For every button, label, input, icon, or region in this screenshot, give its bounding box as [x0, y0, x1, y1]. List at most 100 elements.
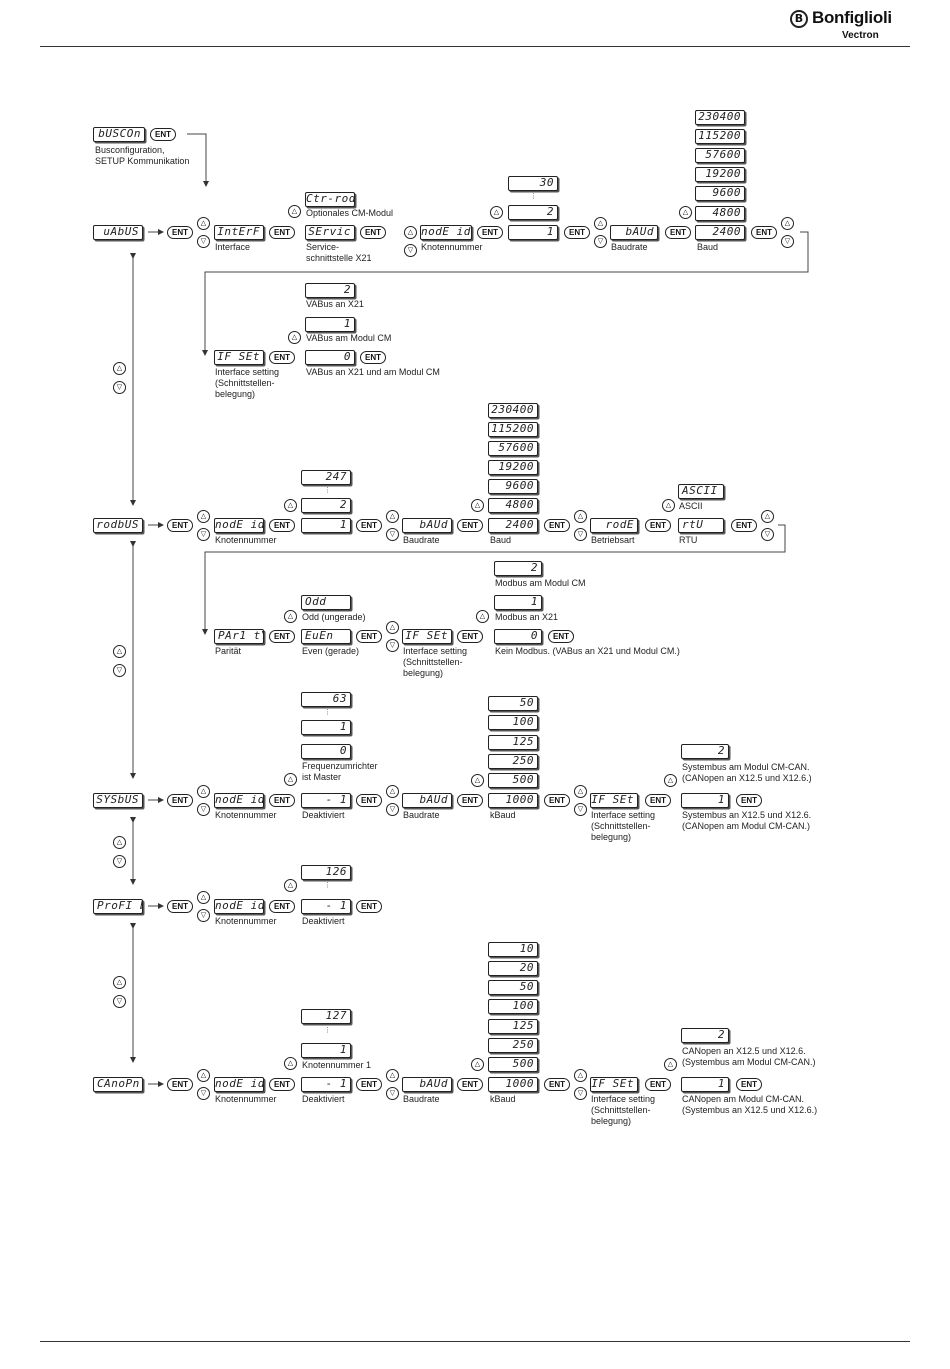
up-arrow-icon[interactable]: △ [664, 774, 677, 787]
up-arrow-icon[interactable]: △ [288, 205, 301, 218]
down-arrow-icon[interactable]: ▽ [594, 235, 607, 248]
ent-button[interactable]: ENT [457, 794, 483, 807]
up-arrow-icon[interactable]: △ [113, 976, 126, 989]
down-arrow-icon[interactable]: ▽ [386, 1087, 399, 1100]
ent-button[interactable]: ENT [269, 900, 295, 913]
up-arrow-icon[interactable]: △ [284, 499, 297, 512]
up-arrow-icon[interactable]: △ [574, 1069, 587, 1082]
ent-button[interactable]: ENT [731, 519, 757, 532]
up-arrow-icon[interactable]: △ [197, 891, 210, 904]
up-arrow-icon[interactable]: △ [574, 785, 587, 798]
ent-button[interactable]: ENT [457, 1078, 483, 1091]
up-arrow-icon[interactable]: △ [197, 785, 210, 798]
up-arrow-icon[interactable]: △ [781, 217, 794, 230]
ent-button[interactable]: ENT [269, 794, 295, 807]
down-arrow-icon[interactable]: ▽ [197, 528, 210, 541]
up-arrow-icon[interactable]: △ [113, 362, 126, 375]
down-arrow-icon[interactable]: ▽ [386, 803, 399, 816]
up-arrow-icon[interactable]: △ [284, 773, 297, 786]
up-arrow-icon[interactable]: △ [471, 1058, 484, 1071]
up-arrow-icon[interactable]: △ [490, 206, 503, 219]
up-arrow-icon[interactable]: △ [679, 206, 692, 219]
down-arrow-icon[interactable]: ▽ [574, 1087, 587, 1100]
up-arrow-icon[interactable]: △ [113, 836, 126, 849]
up-arrow-icon[interactable]: △ [386, 1069, 399, 1082]
ent-button[interactable]: ENT [356, 630, 382, 643]
display-canopen: CAnoPn [93, 1077, 143, 1092]
up-arrow-icon[interactable]: △ [113, 645, 126, 658]
ent-button[interactable]: ENT [356, 794, 382, 807]
ent-button[interactable]: ENT [269, 630, 295, 643]
up-arrow-icon[interactable]: △ [288, 331, 301, 344]
up-arrow-icon[interactable]: △ [476, 610, 489, 623]
ent-button[interactable]: ENT [564, 226, 590, 239]
ent-button[interactable]: ENT [167, 900, 193, 913]
ent-button[interactable]: ENT [457, 630, 483, 643]
up-arrow-icon[interactable]: △ [404, 226, 417, 239]
up-arrow-icon[interactable]: △ [386, 785, 399, 798]
ent-button[interactable]: ENT [544, 1078, 570, 1091]
ent-button[interactable]: ENT [548, 630, 574, 643]
ent-button[interactable]: ENT [167, 226, 193, 239]
ent-button[interactable]: ENT [665, 226, 691, 239]
ent-button[interactable]: ENT [167, 1078, 193, 1091]
up-arrow-icon[interactable]: △ [197, 217, 210, 230]
up-arrow-icon[interactable]: △ [664, 1058, 677, 1071]
up-arrow-icon[interactable]: △ [284, 879, 297, 892]
down-arrow-icon[interactable]: ▽ [113, 664, 126, 677]
down-arrow-icon[interactable]: ▽ [574, 803, 587, 816]
up-arrow-icon[interactable]: △ [761, 510, 774, 523]
up-arrow-icon[interactable]: △ [197, 1069, 210, 1082]
up-arrow-icon[interactable]: △ [284, 610, 297, 623]
down-arrow-icon[interactable]: ▽ [113, 855, 126, 868]
down-arrow-icon[interactable]: ▽ [113, 381, 126, 394]
down-arrow-icon[interactable]: ▽ [197, 235, 210, 248]
logo-sub: Vectron [842, 30, 879, 41]
ent-button[interactable]: ENT [544, 794, 570, 807]
up-arrow-icon[interactable]: △ [594, 217, 607, 230]
ifset-opt2: 2 [681, 1028, 729, 1043]
down-arrow-icon[interactable]: ▽ [113, 995, 126, 1008]
ent-button[interactable]: ENT [269, 351, 295, 364]
ent-button[interactable]: ENT [269, 226, 295, 239]
down-arrow-icon[interactable]: ▽ [761, 528, 774, 541]
down-arrow-icon[interactable]: ▽ [404, 244, 417, 257]
ent-button[interactable]: ENT [736, 1078, 762, 1091]
down-arrow-icon[interactable]: ▽ [197, 909, 210, 922]
down-arrow-icon[interactable]: ▽ [386, 639, 399, 652]
ent-button[interactable]: ENT [360, 226, 386, 239]
up-arrow-icon[interactable]: △ [471, 499, 484, 512]
down-arrow-icon[interactable]: ▽ [197, 803, 210, 816]
ent-button[interactable]: ENT [544, 519, 570, 532]
up-arrow-icon[interactable]: △ [284, 1057, 297, 1070]
up-arrow-icon[interactable]: △ [386, 510, 399, 523]
ent-button[interactable]: ENT [477, 226, 503, 239]
ent-button[interactable]: ENT [751, 226, 777, 239]
up-arrow-icon[interactable]: △ [662, 499, 675, 512]
footer-rule [40, 1341, 910, 1342]
down-arrow-icon[interactable]: ▽ [197, 1087, 210, 1100]
ent-button[interactable]: ENT [360, 351, 386, 364]
ent-button[interactable]: ENT [645, 1078, 671, 1091]
ent-button[interactable]: ENT [736, 794, 762, 807]
ent-button[interactable]: ENT [269, 1078, 295, 1091]
mode-ascii: ASCII [678, 484, 724, 499]
ent-button[interactable]: ENT [356, 1078, 382, 1091]
ent-button[interactable]: ENT [457, 519, 483, 532]
ent-button[interactable]: ENT [167, 794, 193, 807]
display-vabus: uAbUS [93, 225, 143, 240]
ent-button[interactable]: ENT [645, 794, 671, 807]
up-arrow-icon[interactable]: △ [471, 774, 484, 787]
down-arrow-icon[interactable]: ▽ [386, 528, 399, 541]
up-arrow-icon[interactable]: △ [197, 510, 210, 523]
ent-button[interactable]: ENT [356, 519, 382, 532]
ent-button[interactable]: ENT [269, 519, 295, 532]
ent-button[interactable]: ENT [150, 128, 176, 141]
ent-button[interactable]: ENT [356, 900, 382, 913]
down-arrow-icon[interactable]: ▽ [781, 235, 794, 248]
down-arrow-icon[interactable]: ▽ [574, 528, 587, 541]
ent-button[interactable]: ENT [167, 519, 193, 532]
ent-button[interactable]: ENT [645, 519, 671, 532]
up-arrow-icon[interactable]: △ [574, 510, 587, 523]
up-arrow-icon[interactable]: △ [386, 621, 399, 634]
